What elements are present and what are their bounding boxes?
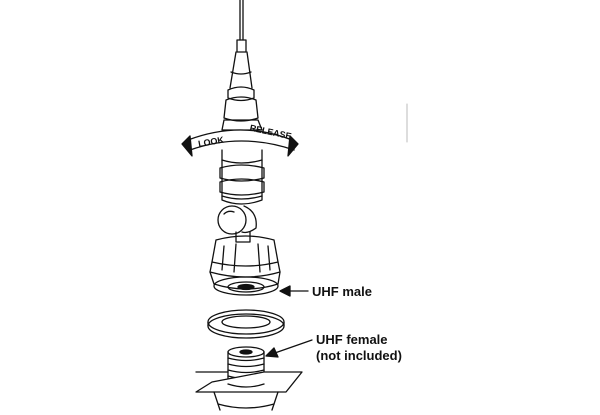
uhf-female-label: UHF female [316,332,388,347]
uhf-male-connector [213,276,279,296]
callout-arrow-uhf-male [279,285,309,297]
uhf-male-label: UHF male [312,284,372,299]
rotation-label-lock: LOOK [197,135,225,149]
callout-arrow-uhf-female [265,339,313,358]
uhf-female-note-label: (not included) [316,348,402,363]
rotation-arrow [181,129,299,157]
mounting-plate [195,371,303,411]
gasket-washer [207,309,285,339]
antenna-upper-taper [221,51,263,131]
coil-housing [219,149,265,205]
antenna-whip [236,0,247,53]
